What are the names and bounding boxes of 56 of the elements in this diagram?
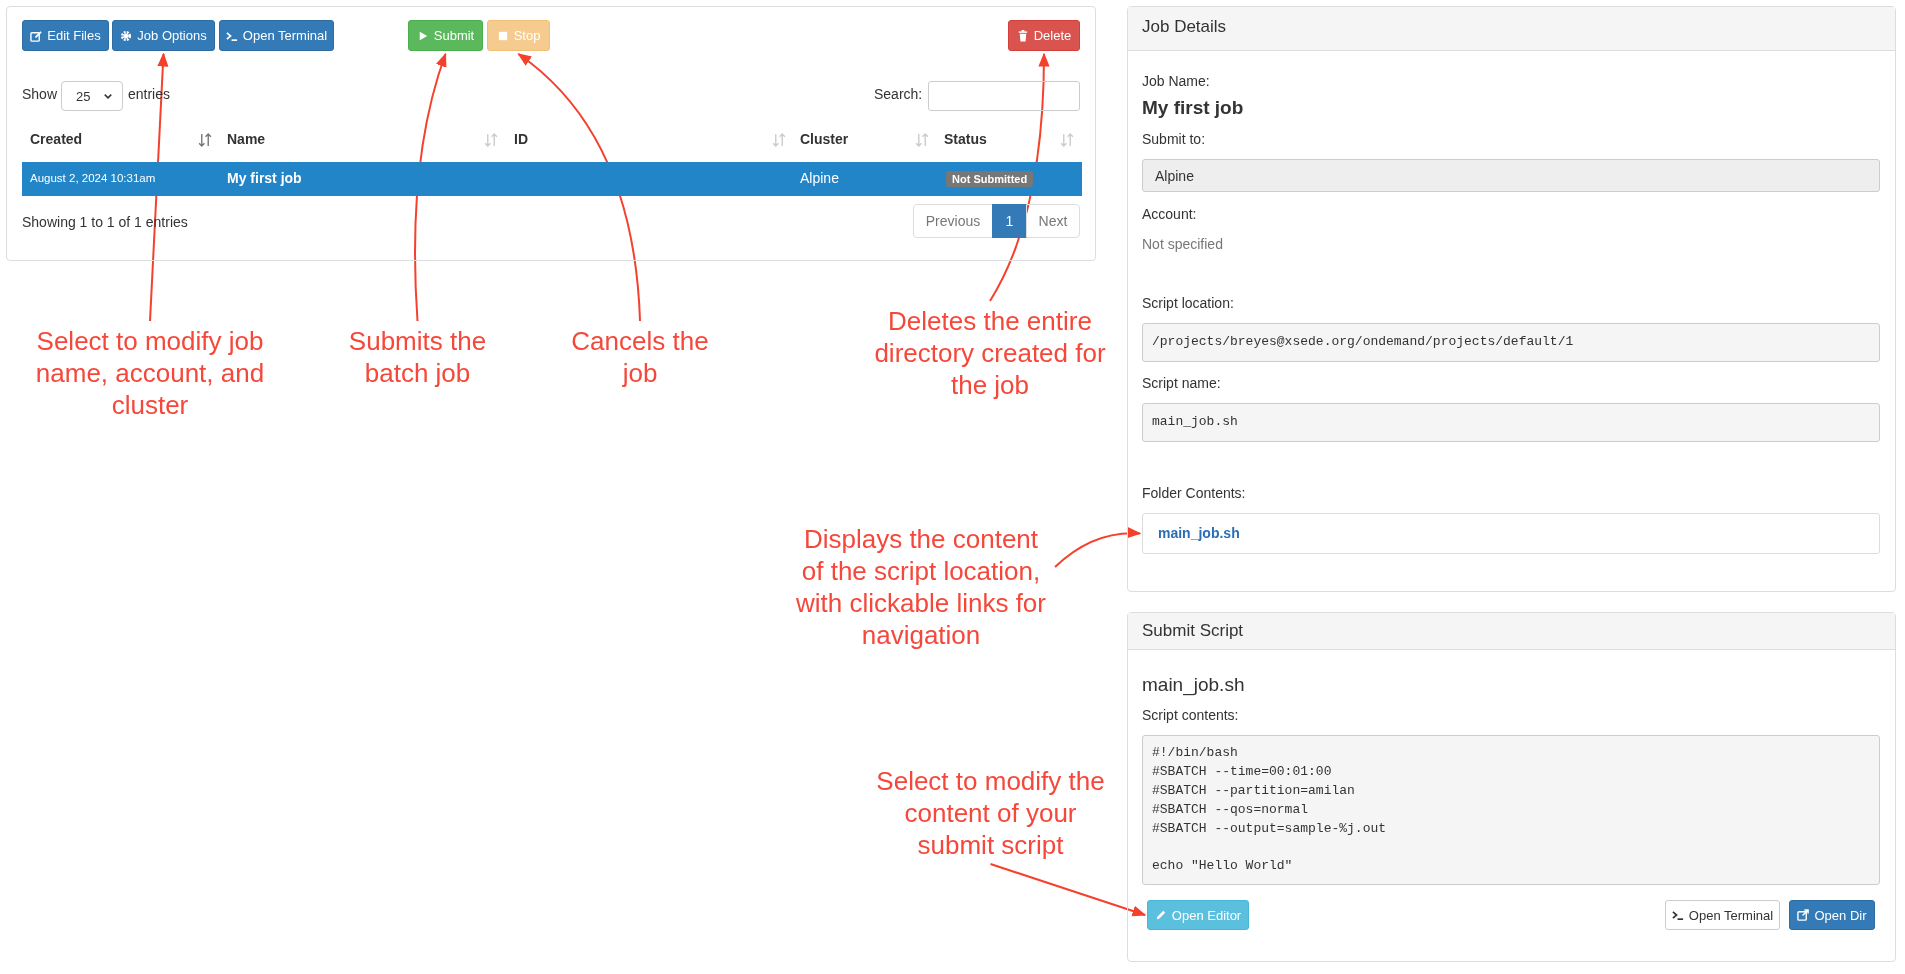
open-terminal-button: Open Terminal — [219, 20, 334, 51]
show-label: Show — [22, 86, 58, 102]
page-size-select: 25 — [61, 81, 123, 111]
leader-line — [1054, 527, 1142, 568]
next-button: Next — [1026, 204, 1080, 238]
leader-line — [414, 52, 447, 322]
annotation-text: Select to modify the content of your submit script — [868, 765, 1113, 861]
status-header: Status — [944, 131, 987, 147]
code-line: #SBATCH --output=sample-%j.out — [1152, 821, 1387, 836]
date-text: August 2, 2024 10:31am — [30, 172, 156, 184]
leader-line — [989, 863, 1147, 917]
path-text: /projects/breyes@xsede.org/ondemand/projects/default/1 — [1152, 334, 1574, 349]
field-label: Job Name: — [1142, 73, 1210, 89]
job-name-text: My first job — [227, 170, 302, 186]
field-value: Alpine — [1155, 168, 1194, 184]
created-header: Created — [30, 131, 83, 147]
leader-line — [517, 53, 641, 322]
script-name-text: main_job.sh — [1152, 414, 1238, 429]
job-options-button: Job Options — [112, 20, 215, 51]
code-line: echo "Hello World" — [1152, 858, 1293, 873]
field-label: Script name: — [1142, 375, 1221, 391]
script-heading: main_job.sh — [1142, 674, 1245, 696]
search-label: Search: — [874, 86, 923, 102]
cluster-text: Alpine — [800, 170, 839, 186]
field-label: Submit to: — [1142, 131, 1206, 147]
stop-button: Stop — [487, 20, 550, 51]
code-line: #!/bin/bash — [1152, 745, 1238, 760]
open-dir-button: Open Dir — [1789, 900, 1875, 930]
name-header: Name — [227, 131, 266, 147]
page-button: 1 — [992, 204, 1027, 238]
annotation-text: Submits the batch job — [330, 325, 505, 389]
annotation-text: Cancels the job — [560, 325, 720, 389]
code-line: #SBATCH --partition=amilan — [1152, 783, 1355, 798]
cluster-header: Cluster — [800, 131, 849, 147]
annotation-text: Deletes the entire directory created for the job — [865, 305, 1115, 401]
submit-button: Submit — [408, 20, 483, 51]
code-line: #SBATCH --time=00:01:00 — [1152, 764, 1332, 779]
id-header: ID — [514, 131, 528, 147]
open-editor-button: Open Editor — [1147, 900, 1249, 930]
field-label: Folder Contents: — [1142, 485, 1246, 501]
field-label: Account: — [1142, 206, 1197, 222]
annotation-text: Displays the content of the script location, with clickable links for navigation — [790, 523, 1052, 651]
file-link: main_job.sh — [1158, 525, 1240, 541]
annotation-text: Select to modify job name, account, and cluster — [25, 325, 275, 421]
status-badge: Not Submitted — [946, 171, 1034, 187]
field-label: Script location: — [1142, 295, 1234, 311]
delete-button: Delete — [1008, 20, 1080, 51]
file-list-box — [1142, 513, 1880, 554]
code-line: #SBATCH --qos=normal — [1152, 802, 1309, 817]
edit-files-button: Edit Files — [22, 20, 109, 51]
field-label: Script contents: — [1142, 707, 1239, 723]
panel-title: Submit Script — [1142, 621, 1244, 641]
job-name-heading: My first job — [1142, 97, 1244, 119]
field-value: Not specified — [1142, 236, 1223, 252]
open-terminal-button: Open Terminal — [1665, 900, 1780, 930]
panel-title: Job Details — [1142, 17, 1227, 37]
